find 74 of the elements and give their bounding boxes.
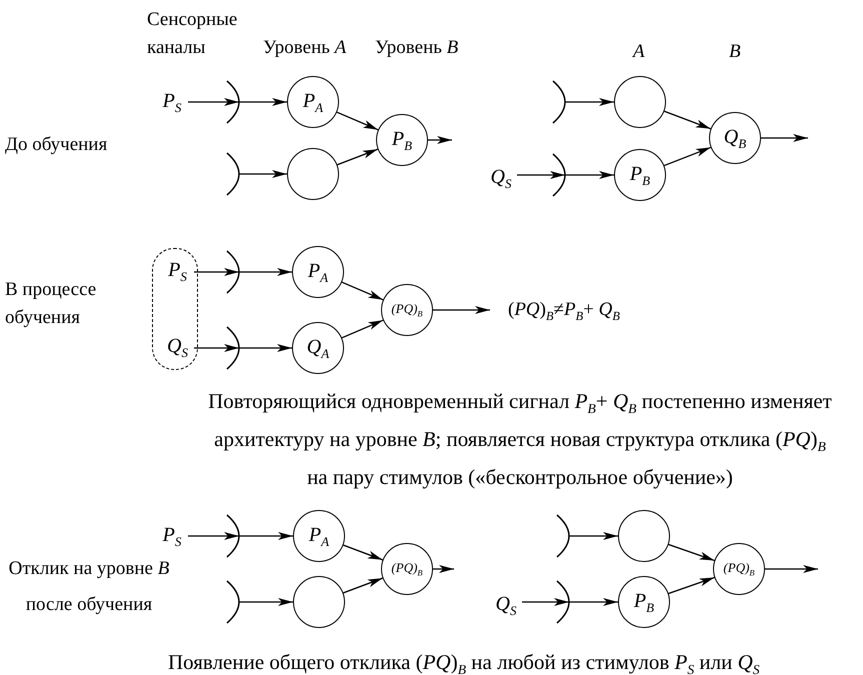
arrow [239, 344, 292, 352]
column-heading: Сенсорные каналы [147, 8, 238, 60]
arrow [239, 598, 293, 606]
arrow [761, 134, 808, 142]
sensory-channel-arc [226, 80, 240, 124]
arrow [664, 110, 711, 130]
sensory-channel-arc [226, 152, 240, 196]
arrow [188, 532, 239, 540]
arrow [342, 320, 384, 338]
sensory-channel-arc [226, 326, 240, 370]
arrow [433, 306, 490, 314]
arrow [194, 344, 239, 352]
neuron-circle: P$_{A}$ [292, 246, 344, 298]
sensory-channel-arc [552, 80, 566, 124]
neuron-circle: P$_{B}$ [618, 576, 670, 628]
arrow [569, 532, 618, 540]
arrow [433, 565, 454, 573]
arrow [336, 112, 378, 130]
row-label: До обучения [5, 133, 108, 157]
arrow [342, 282, 384, 300]
arrow [569, 598, 618, 606]
neuron-circle: (PQ)$_{B}$ [381, 284, 433, 336]
caption-text: Появление общего отклика (PQ)$_{B}$ на любой из стимулов P$_{S}$ или Q$_{S}$ [168, 649, 760, 675]
neuron-circle: P$_{A}$ [293, 510, 345, 562]
stimulus-label: Q$_{S}$ [485, 165, 517, 191]
neuron-circle: P$_{B}$ [614, 149, 666, 201]
arrow [428, 136, 452, 144]
caption-text: Повторяющийся одновременный сигнал P$_{B}$+ Q$_{B}$ постепенно изменяет архитектуру на уровне B; появляется новая структура отклика (PQ)$_{B}$ на пару стимулов («бесконтрольное обучение») [207, 388, 833, 492]
arrow [337, 148, 378, 166]
arrow [765, 565, 818, 573]
arrow [239, 268, 292, 276]
neuron-circle [618, 510, 670, 562]
sensory-channel-arc [226, 250, 240, 294]
row-label: Отклик на уровне B после обучения [8, 557, 170, 617]
neuron-circle [287, 148, 339, 200]
arrow [668, 576, 715, 594]
arrow [343, 578, 383, 594]
arrow [194, 268, 239, 276]
row-label: В процессе обучения [5, 278, 98, 330]
arrow [188, 98, 239, 106]
arrow [664, 146, 712, 166]
column-heading: A [633, 40, 645, 64]
stimulus-label: Q$_{S}$ [162, 334, 194, 360]
arrow [343, 544, 383, 560]
neuron-circle: P$_{A}$ [287, 76, 339, 128]
neuron-circle: (PQ)$_{B}$ [381, 543, 433, 595]
arrow [239, 98, 287, 106]
column-heading: Уровень B [375, 36, 458, 60]
column-heading: B [729, 40, 741, 64]
sensory-channel-arc [556, 514, 570, 558]
stimulus-label: P$_{S}$ [156, 89, 188, 115]
neuron-circle [614, 76, 666, 128]
arrow [239, 170, 287, 178]
stimulus-label: Q$_{S}$ [490, 592, 522, 618]
sensory-channel-arc [556, 580, 570, 624]
sensory-channel-arc [552, 153, 566, 197]
neuron-circle: Q$_{B}$ [709, 112, 761, 164]
sensory-channel-arc [226, 580, 240, 624]
formula: (PQ)$_{B}$≠P$_{B}$+ Q$_{B}$ [508, 298, 620, 325]
arrow [522, 598, 569, 606]
arrow [239, 532, 293, 540]
neuron-circle [293, 576, 345, 628]
stimulus-label: P$_{S}$ [156, 523, 188, 549]
dashed-group-outline [152, 248, 198, 370]
neuron-circle: Q$_{A}$ [292, 322, 344, 374]
sensory-channel-arc [226, 514, 240, 558]
arrow [565, 98, 614, 106]
stimulus-label: P$_{S}$ [162, 258, 194, 284]
arrow [517, 171, 565, 179]
neuron-circle: (PQ)$_{B}$ [713, 543, 765, 595]
column-heading: Уровень A [263, 36, 346, 60]
neuron-circle: P$_{B}$ [376, 114, 428, 166]
arrow [565, 171, 614, 179]
arrow [668, 544, 715, 562]
